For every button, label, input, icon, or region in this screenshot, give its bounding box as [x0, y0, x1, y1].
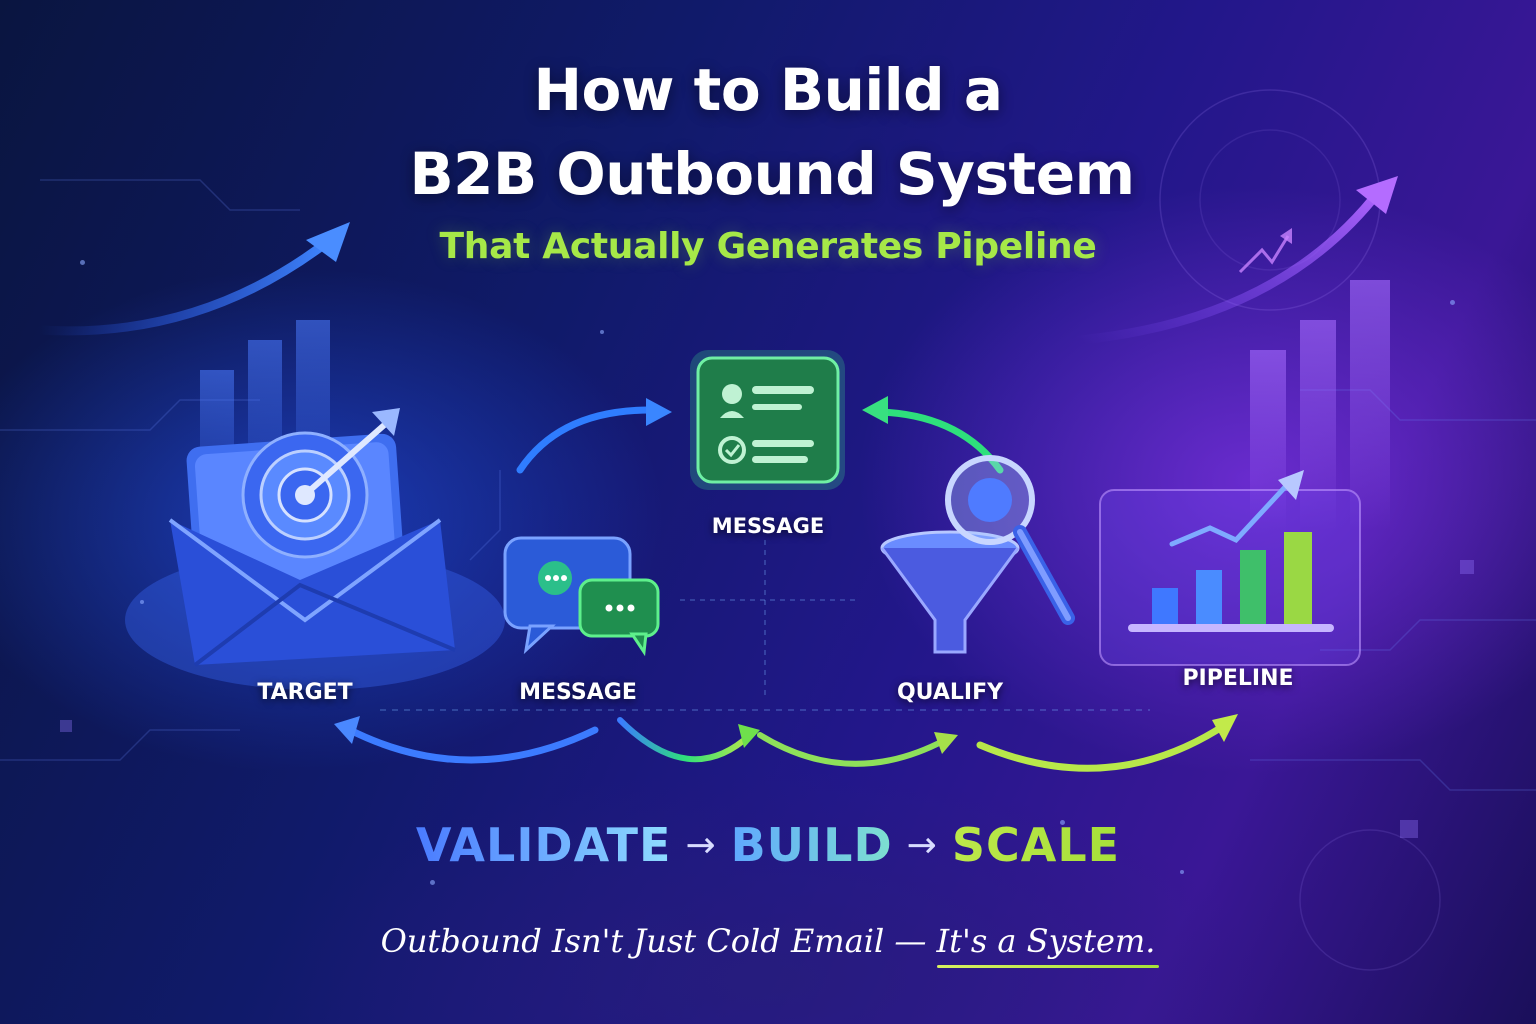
sparkle-dot	[1450, 300, 1455, 305]
sparkle-dot	[80, 260, 85, 265]
left-growth-arrow	[35, 235, 335, 336]
node-label-message-top: MESSAGE	[711, 514, 825, 538]
tagline-part-1: Outbound Isn't Just Cold Email —	[380, 922, 937, 960]
step-validate: VALIDATE	[415, 818, 672, 872]
node-label-target: TARGET	[257, 680, 353, 705]
sparkle-dot	[430, 880, 435, 885]
decorative-square	[1460, 560, 1474, 574]
tagline-emphasis: It's a System.	[936, 922, 1160, 968]
step-build: BUILD	[730, 818, 893, 872]
process-cycle-arrows	[346, 406, 1229, 772]
left-growth-arrow-head	[306, 222, 350, 262]
title-line-1: How to Build a	[533, 56, 1003, 124]
chat-bubbles-icon	[503, 536, 660, 657]
circuit-lines	[0, 179, 1536, 791]
sparkle-dot	[600, 330, 604, 334]
right-bar-chart-decoration	[1250, 280, 1390, 530]
step-arrow: →	[685, 825, 717, 866]
right-growth-arrow	[1075, 185, 1385, 345]
step-scale: SCALE	[951, 818, 1121, 872]
trend-arrow-icon	[1238, 235, 1290, 274]
sparkle-dot	[1060, 820, 1065, 825]
tagline: Outbound Isn't Just Cold Email — It's a …	[0, 922, 1536, 968]
node-label-pipeline: PIPELINE	[1182, 666, 1294, 691]
decorative-square	[60, 720, 72, 732]
growth-chart-icon	[1099, 470, 1361, 666]
sparkle-dot	[140, 600, 144, 604]
step-arrow: →	[906, 825, 938, 866]
right-growth-arrow-head	[1356, 176, 1398, 214]
steps-row: VALIDATE → BUILD → SCALE	[0, 818, 1536, 872]
node-label-message-left: MESSAGE	[519, 680, 637, 705]
sparkle-dot	[1180, 870, 1184, 874]
title-line-2: B2B Outbound System	[409, 140, 1135, 208]
checklist-icon	[690, 350, 845, 490]
subtitle: That Actually Generates Pipeline	[439, 226, 1097, 267]
decorative-square	[1400, 820, 1418, 838]
tagline-underline	[936, 965, 1160, 968]
node-label-qualify: QUALIFY	[896, 680, 1004, 705]
target-envelope-icon	[125, 408, 505, 690]
tagline-part-2: It's a System.	[936, 922, 1156, 960]
funnel-magnifier-icon	[880, 455, 1075, 654]
